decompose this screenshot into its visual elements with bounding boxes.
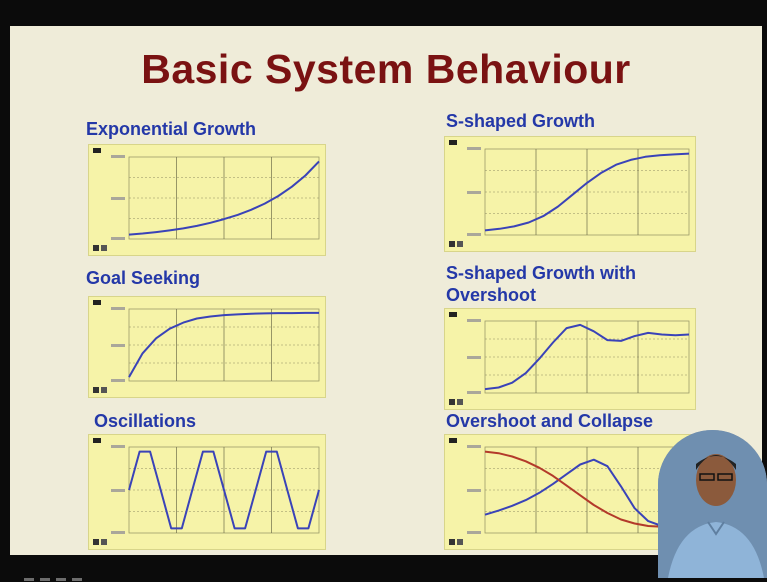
chart-panel-oscillations (88, 434, 326, 550)
tick-label-top (467, 147, 481, 150)
copy-icon (101, 539, 107, 545)
tick-label-mid (111, 197, 125, 200)
copy-icon (457, 539, 463, 545)
series-line-2 (484, 450, 689, 529)
tick-label-bottom (111, 237, 125, 240)
chart-panel-s-shaped-growth (444, 136, 696, 252)
tick-label-top (467, 319, 481, 322)
chart-header-icon (93, 148, 101, 153)
print-icon (449, 241, 455, 247)
label-goal-seeking: Goal Seeking (86, 268, 201, 288)
print-icon (93, 245, 99, 251)
chart-panel-overshoot-collapse (444, 434, 696, 550)
chart-header-icon (449, 140, 457, 145)
tick-label-top (111, 155, 125, 158)
tick-label-mid (111, 489, 125, 492)
tick-label-bottom (111, 531, 125, 534)
tick-label-bottom (467, 233, 481, 236)
label-overshoot-collapse: Overshoot and Collapse (446, 411, 654, 431)
series-line-1 (484, 323, 690, 391)
series-line-1 (128, 311, 319, 378)
tick-label-mid (111, 344, 125, 347)
label-line-1: S-shaped Growth with (446, 263, 637, 283)
copy-icon (457, 399, 463, 405)
tick-label-top (467, 445, 481, 448)
presenter-video-overlay (658, 430, 767, 578)
tick-label-top (111, 307, 125, 310)
label-s-shaped-growth: S-shaped Growth (446, 111, 596, 131)
print-icon (449, 539, 455, 545)
chart-header-icon (93, 300, 101, 305)
chart-header-icon (93, 438, 101, 443)
chart-panel-exponential-growth (88, 144, 326, 256)
copy-icon (457, 241, 463, 247)
label-oscillations: Oscillations (94, 411, 197, 431)
copy-icon (101, 387, 107, 393)
series-line-1 (128, 450, 320, 530)
tick-label-bottom (467, 391, 481, 394)
copy-icon (101, 245, 107, 251)
slide: Basic System Behaviour Exponential Growt… (10, 26, 762, 581)
tick-label-mid (467, 356, 481, 359)
label-line-2: Overshoot (446, 285, 537, 305)
print-icon (93, 387, 99, 393)
chart-header-icon (449, 438, 457, 443)
label-exponential-growth: Exponential Growth (86, 119, 257, 139)
chart-panel-goal-seeking (88, 296, 326, 398)
series-line-1 (484, 458, 690, 530)
tick-label-bottom (111, 379, 125, 382)
print-icon (93, 539, 99, 545)
series-line-1 (484, 152, 690, 232)
chart-header-icon (449, 312, 457, 317)
label-s-shaped-growth-overshoot: S-shaped Growth with Overshoot (446, 262, 636, 306)
series-line-1 (128, 160, 320, 236)
tick-label-bottom (467, 531, 481, 534)
screen-bottom-bar (0, 555, 767, 578)
chart-panel-overshoot (444, 308, 696, 410)
tick-label-top (111, 445, 125, 448)
tick-label-mid (467, 191, 481, 194)
tick-label-mid (467, 489, 481, 492)
person-shirt-icon (668, 522, 764, 578)
slide-title: Basic System Behaviour (141, 46, 631, 92)
person-head-icon (696, 454, 736, 506)
print-icon (449, 399, 455, 405)
